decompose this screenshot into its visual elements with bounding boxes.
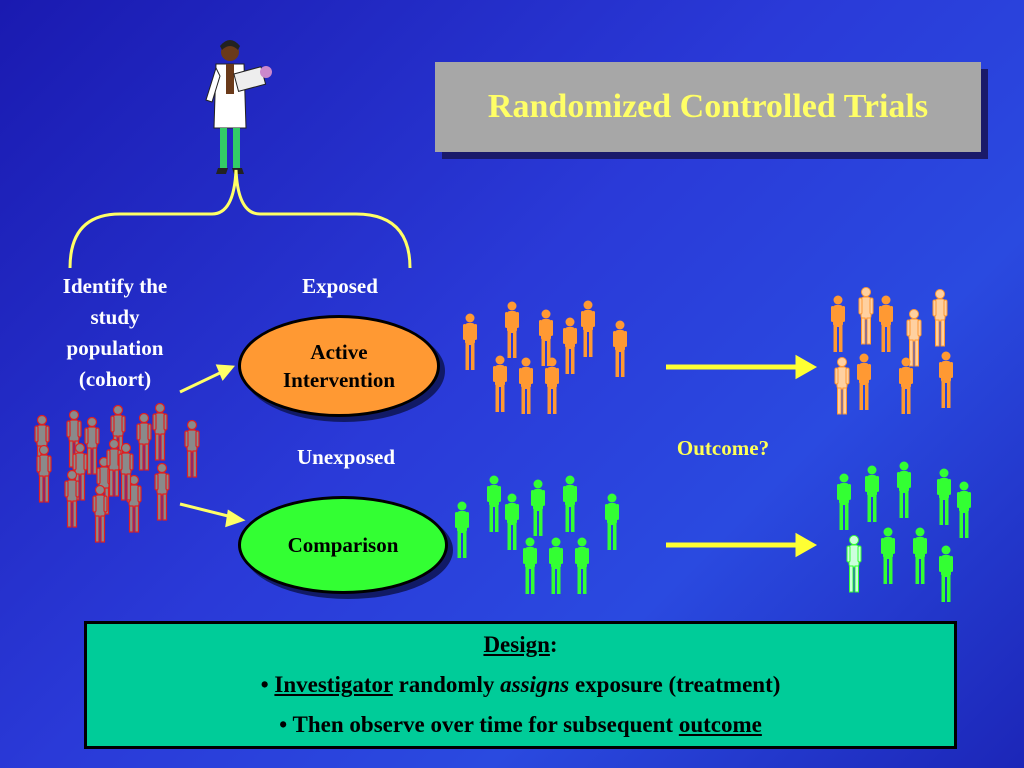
design-heading: Design:	[483, 632, 558, 657]
title-box: Randomized Controlled Trials	[435, 62, 981, 152]
population-cluster	[35, 404, 199, 543]
unexposed-label: Unexposed	[296, 445, 396, 469]
arrow-icon	[179, 364, 246, 528]
exposed-outcome-group	[831, 287, 953, 415]
slide-title: Randomized Controlled Trials	[487, 88, 929, 125]
design-bullet-2: • Then observe over time for subsequent …	[279, 712, 762, 737]
exposed-group	[463, 300, 627, 414]
identify-population-label: Identify the study population (cohort)	[62, 274, 168, 391]
outcome-label: Outcome?	[676, 436, 770, 460]
comparison-oval: Comparison	[238, 496, 448, 594]
arrow-icon	[666, 354, 818, 558]
doctor-icon	[205, 40, 272, 174]
bullet-icon: •	[260, 672, 275, 697]
design-box: Design: • Investigator randomly assigns …	[84, 621, 957, 749]
active-intervention-oval: Active Intervention	[238, 315, 440, 417]
brace-icon	[68, 169, 412, 269]
design-bullet-1: • Investigator randomly assigns exposure…	[260, 672, 781, 697]
exposed-label: Exposed	[302, 274, 378, 298]
unexposed-group	[455, 475, 619, 594]
unexposed-outcome-group	[837, 461, 971, 602]
bullet-icon: •	[279, 712, 293, 737]
